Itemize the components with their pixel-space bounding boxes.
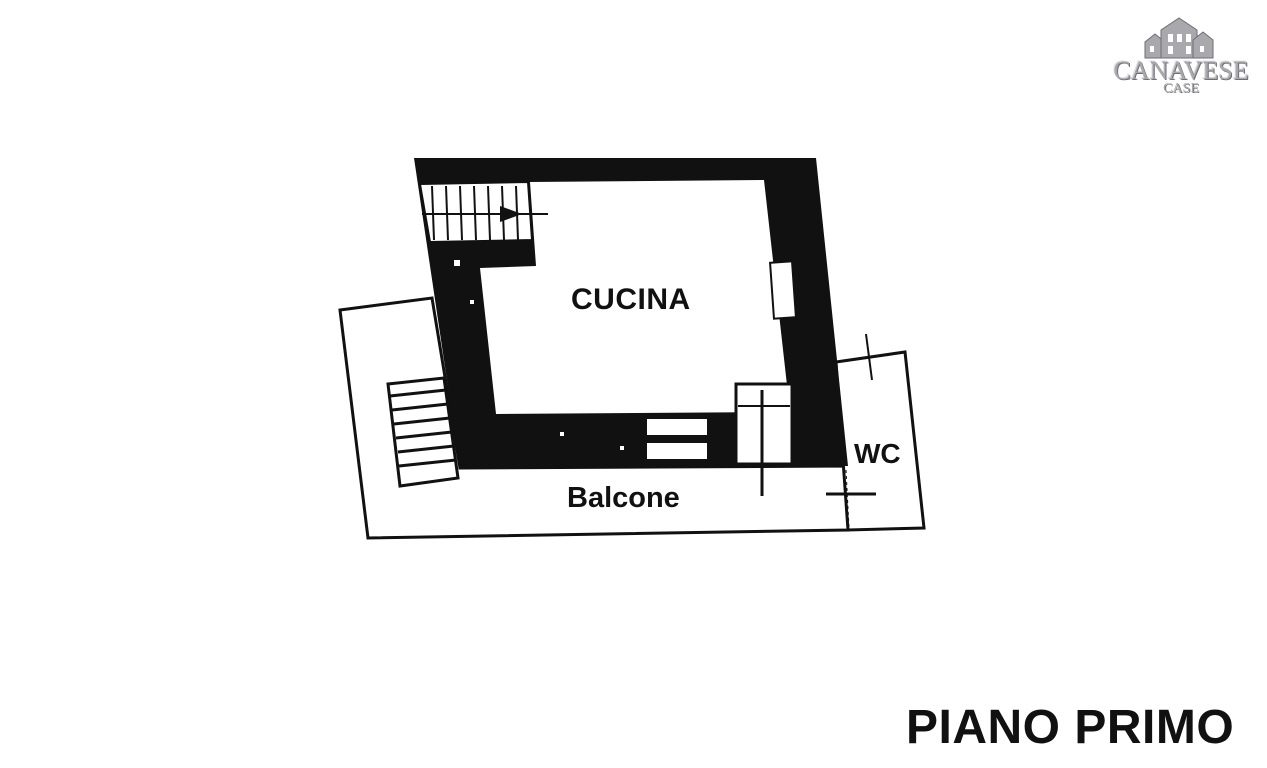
- floor-title: PIANO PRIMO: [906, 701, 1235, 754]
- window-right: [769, 260, 797, 320]
- kitchen-interior: [480, 180, 790, 414]
- room-label-bathroom: WC: [854, 438, 901, 469]
- room-label-kitchen: CUCINA: [571, 283, 691, 316]
- window-bottom: [645, 417, 709, 437]
- brand-logo: CANAVESE CASE: [1105, 14, 1257, 100]
- houses-logo-icon: [1144, 17, 1214, 59]
- stair-arrow-icon: [500, 206, 522, 222]
- room-label-balcony: Balcone: [567, 482, 680, 514]
- balcony-door: [734, 382, 794, 466]
- logo-subtitle: CASE: [1163, 81, 1199, 96]
- stair-left-steps: [389, 388, 457, 468]
- logo-name: CANAVESE: [1113, 56, 1249, 85]
- wall-speckles: [454, 260, 624, 450]
- window-bottom: [645, 441, 709, 461]
- wc-outline: [834, 350, 926, 532]
- wc-partition: [845, 469, 850, 529]
- wc-door-mark: [865, 333, 873, 381]
